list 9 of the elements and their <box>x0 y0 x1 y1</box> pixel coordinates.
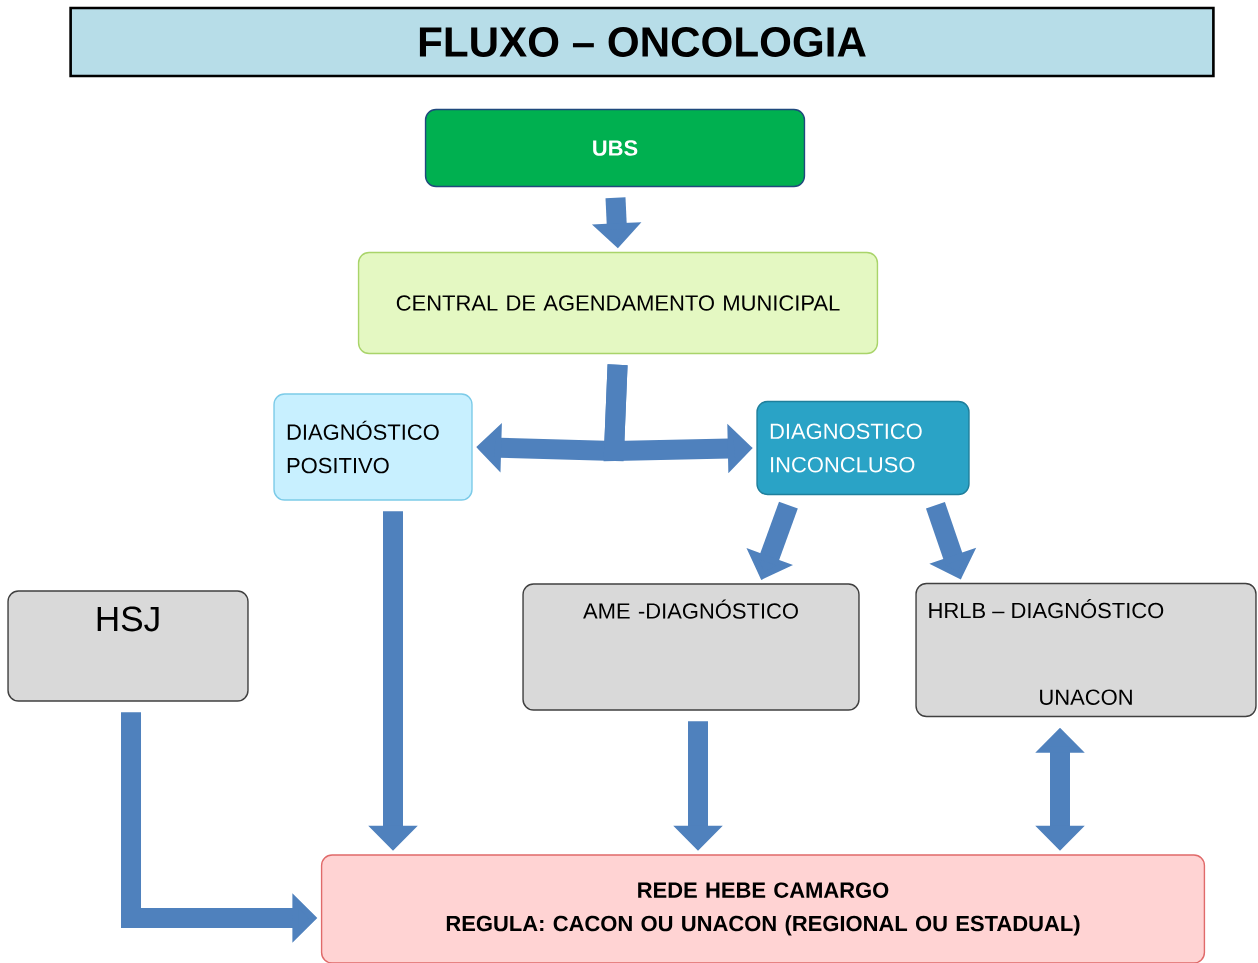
hospital-box: HSJ <box>7 590 249 702</box>
service-box: AME -DIAGNÓSTICO <box>522 583 860 711</box>
title-box: FLUXO – ONCOLOGIA <box>69 6 1215 78</box>
network-box: REDE HEBE CAMARGO REGULA: CACON OU UNACON (REGIONAL OU ESTADUAL) <box>320 854 1206 963</box>
start-box: UBS <box>424 108 806 188</box>
service-box: HRLB – DIAGNÓSTICO UNACON <box>915 582 1257 718</box>
result-box: DIAGNOSTICO INCONCLUSO <box>756 400 970 496</box>
process-box: CENTRAL DE AGENDAMENTO MUNICIPAL <box>357 251 879 355</box>
result-box: DIAGNÓSTICO POSITIVO <box>273 393 473 501</box>
